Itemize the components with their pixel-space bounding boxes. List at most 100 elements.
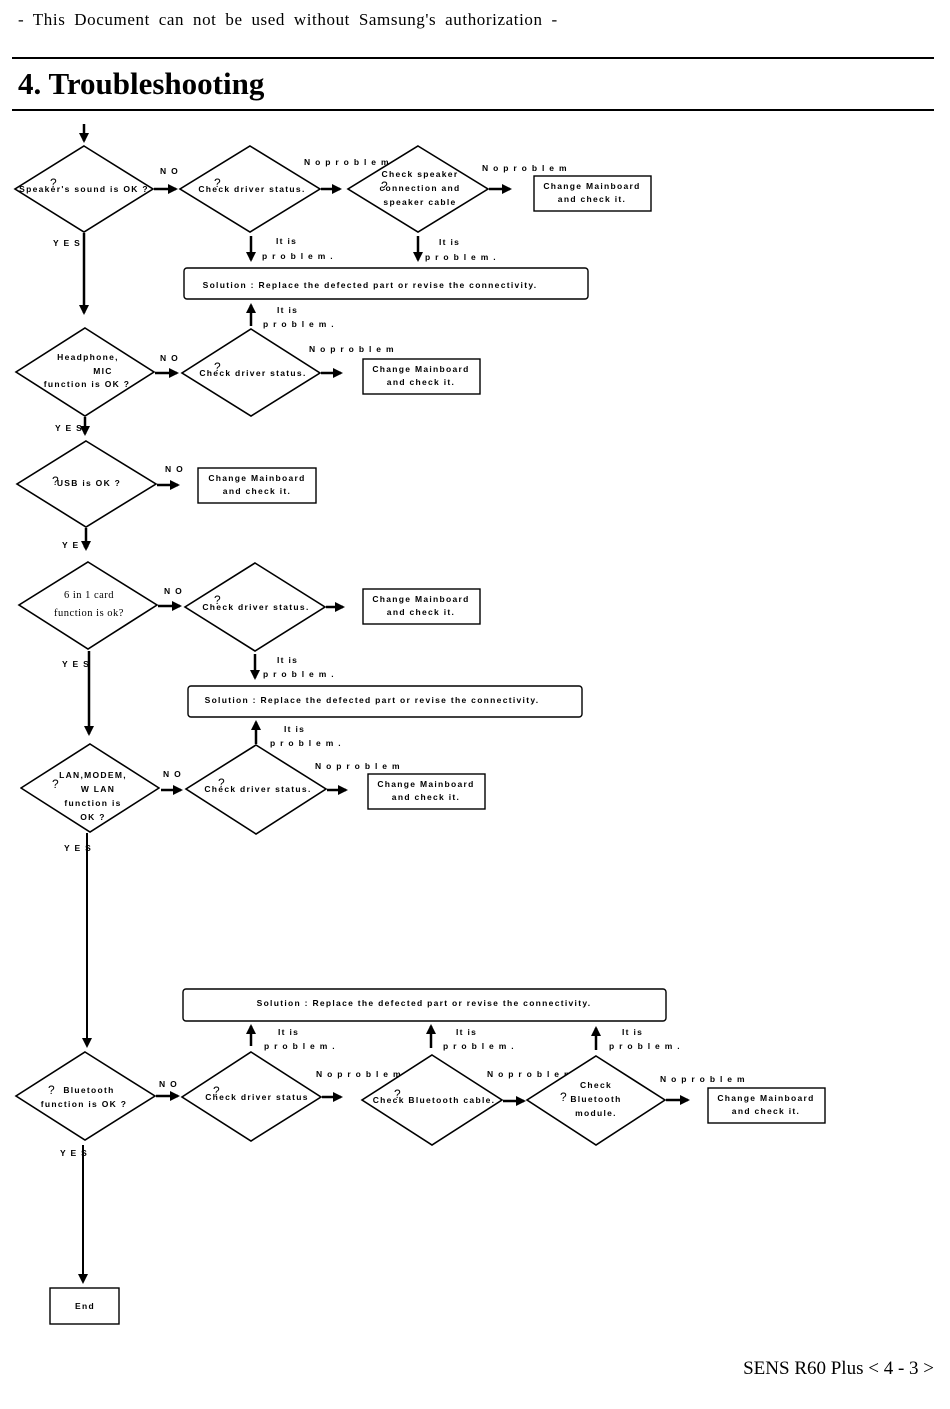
page-footer: SENS R60 Plus < 4 - 3 > <box>743 1358 934 1379</box>
bt-module-line2: Bluetooth <box>570 1094 621 1104</box>
no-problem-label: N o p r o b l e m <box>315 761 401 771</box>
check-driver-label: Check driver status. <box>202 602 309 612</box>
lan-line1: LAN,MODEM, <box>59 770 127 780</box>
check-speaker-line3: speaker cable <box>383 197 456 207</box>
section-title: 4. Troubleshooting <box>18 66 265 101</box>
no-label: N O <box>165 464 184 474</box>
headphone-line2: MIC <box>93 366 112 376</box>
card-line1: 6 in 1 card <box>64 590 114 601</box>
question-mark: ? <box>50 176 57 190</box>
check-driver-decision <box>183 562 327 652</box>
check-bluetooth-cable-decision <box>360 1054 504 1146</box>
end-label: End <box>75 1301 95 1311</box>
question-mark: ? <box>214 360 221 374</box>
it-is-label: It is <box>439 237 460 247</box>
change-mainboard-line2: and check it. <box>558 194 626 204</box>
card-line2: function is ok? <box>54 608 124 619</box>
change-mainboard-box <box>197 467 317 504</box>
yes-label: Y E S <box>62 659 90 669</box>
check-driver-decision <box>180 1051 323 1142</box>
change-mainboard-box <box>362 588 481 625</box>
change-mainboard-box <box>707 1087 826 1124</box>
check-driver-label: Check driver status. <box>204 784 311 794</box>
question-mark: ? <box>52 777 59 791</box>
check-speaker-line1: Check speaker <box>382 169 459 179</box>
document-notice: - This Document can not be used without … <box>18 10 558 29</box>
lan-modem-wlan-decision-group: LAN,MODEM, W LAN function is OK ? ? <box>20 743 160 833</box>
check-bt-cable-label: Check Bluetooth cable. <box>373 1095 496 1105</box>
check-bluetooth-module-decision <box>525 1055 667 1146</box>
bt-module-line1: Check <box>580 1080 612 1090</box>
no-label: N O <box>160 166 179 176</box>
question-mark: ? <box>48 1083 55 1097</box>
change-mainboard-line1: Change Mainboard <box>377 779 474 789</box>
solution-box <box>182 988 667 1022</box>
problem-label: p r o b l e m . <box>443 1041 515 1051</box>
check-speaker-line2: connection and <box>379 183 460 193</box>
change-mainboard-box <box>533 175 652 212</box>
solution-label: Solution : Replace the defected part or … <box>203 280 538 290</box>
check-driver-decision <box>184 744 328 835</box>
usb-label: USB is OK ? <box>57 478 121 488</box>
it-is-label: It is <box>456 1027 477 1037</box>
bt-module-line3: module. <box>575 1108 617 1118</box>
check-driver-label: Check driver status. <box>198 184 305 194</box>
headphone-mic-decision <box>14 327 156 417</box>
question-mark: ? <box>52 474 59 488</box>
no-label: N O <box>160 353 179 363</box>
usb-decision <box>15 440 158 528</box>
yes-label: Y E S <box>55 423 83 433</box>
yes-label: Y E S <box>60 1148 88 1158</box>
no-label: N O <box>163 769 182 779</box>
change-mainboard-box <box>367 773 486 810</box>
headphone-line3: function is OK ? <box>44 379 130 389</box>
no-problem-label: N o p r o b l e m <box>660 1074 746 1084</box>
it-is-label: It is <box>277 655 298 665</box>
it-is-label: It is <box>276 236 297 246</box>
speaker-sound-label: Speaker's sound is OK ? <box>19 184 149 194</box>
headphone-line1: Headphone, <box>57 352 119 362</box>
change-mainboard-line2: and check it. <box>392 792 460 802</box>
bluetooth-line1: Bluetooth <box>63 1085 114 1095</box>
change-mainboard-line2: and check it. <box>223 486 291 496</box>
check-driver-label: Check driver status <box>205 1092 309 1102</box>
solution-label: Solution : Replace the defected part or … <box>205 695 540 705</box>
end-box <box>49 1287 120 1325</box>
solution-box <box>183 267 589 300</box>
lan-line2: W LAN <box>81 784 115 794</box>
problem-label: p r o b l e m . <box>264 1041 336 1051</box>
question-mark: ? <box>213 1084 220 1098</box>
check-speaker-connection-decision <box>346 145 490 233</box>
yes-label: Y E S <box>53 238 81 248</box>
it-is-label: It is <box>277 305 298 315</box>
it-is-label: It is <box>284 724 305 734</box>
solution-box <box>187 685 583 718</box>
title-rule <box>12 109 934 111</box>
change-mainboard-line2: and check it. <box>387 607 455 617</box>
question-mark: ? <box>214 593 221 607</box>
change-mainboard-line1: Change Mainboard <box>543 181 640 191</box>
check-driver-decision <box>178 145 322 233</box>
problem-label: p r o b l e m . <box>425 252 497 262</box>
change-mainboard-line1: Change Mainboard <box>372 594 469 604</box>
top-rule <box>12 57 934 59</box>
yes-label: Y E S <box>62 540 90 550</box>
check-driver-label: Check driver status. <box>199 368 306 378</box>
change-mainboard-line1: Change Mainboard <box>208 473 305 483</box>
question-mark: ? <box>560 1090 567 1104</box>
lan-modem-wlan-decision <box>20 743 160 833</box>
no-problem-label: N o p r o b l e m <box>304 157 390 167</box>
card-reader-decision <box>17 561 159 650</box>
change-mainboard-line1: Change Mainboard <box>717 1093 814 1103</box>
bluetooth-decision <box>14 1051 157 1141</box>
speaker-sound-decision <box>13 145 155 233</box>
change-mainboard-line2: and check it. <box>732 1106 800 1116</box>
change-mainboard-box <box>362 358 481 395</box>
question-mark: ? <box>214 176 221 190</box>
problem-label: p r o b l e m . <box>609 1041 681 1051</box>
question-mark: ? <box>381 179 388 193</box>
check-driver-decision <box>180 328 322 417</box>
problem-label: p r o b l e m . <box>263 669 335 679</box>
no-label: N O <box>164 586 183 596</box>
